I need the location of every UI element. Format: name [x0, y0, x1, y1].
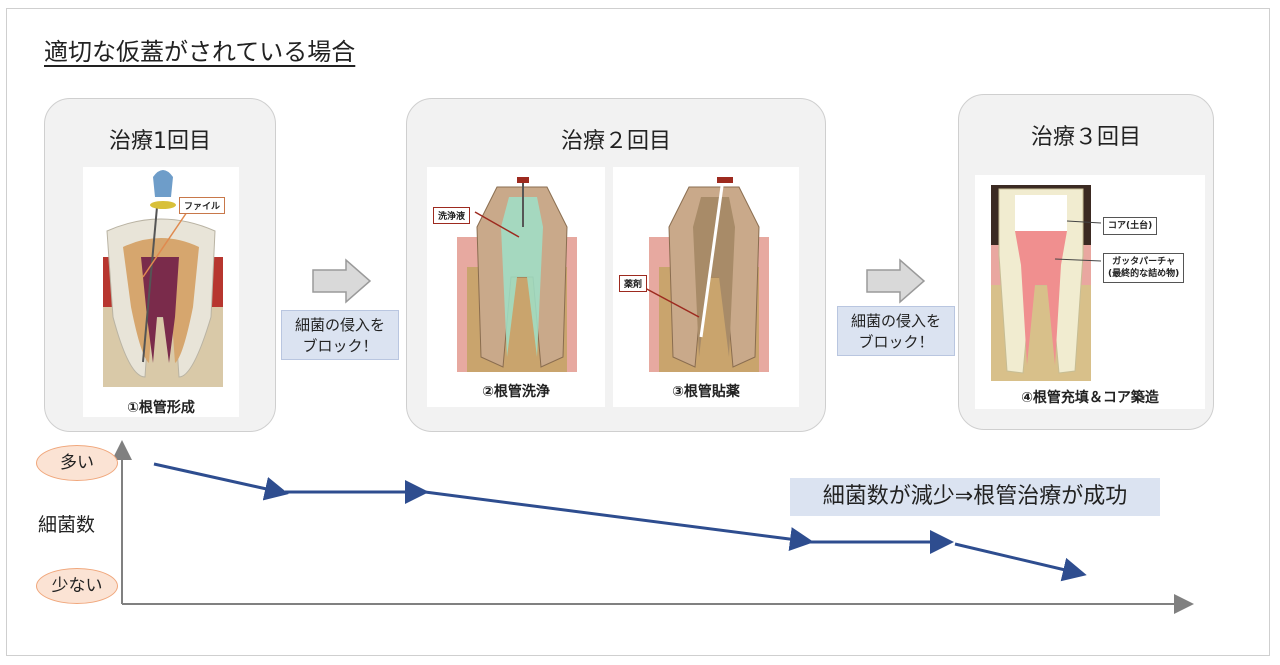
caption-medication: ③根管貼薬: [672, 384, 740, 400]
gutta-percha-tag: ガッタパーチャ (最終的な詰め物): [1103, 253, 1185, 283]
block-label-2-line1: 細菌の侵入を: [850, 312, 941, 330]
gutta-percha-tag-line2: (最終的な詰め物): [1108, 269, 1180, 279]
gutta-percha-tag-line1: ガッタパーチャ: [1112, 257, 1176, 267]
slide-frame: [6, 8, 1270, 656]
label-few: 少ない: [36, 568, 118, 604]
tooth-card-filling: コア(土台) ガッタパーチャ (最終的な詰め物) ④根管充填＆コア築造: [975, 175, 1205, 409]
step-arrow-2: [866, 258, 926, 304]
panel-treatment-1: 治療1回目 ファイル ①根管形成: [44, 98, 276, 432]
irrigant-tag: 洗浄液: [433, 207, 471, 224]
panel-2-title: 治療２回目: [560, 129, 671, 154]
tooth-card-irrigation: 洗浄液 ②根管洗浄: [427, 167, 605, 407]
panel-treatment-3: 治療３回目 コア(土台) ガッタパーチャ (最終的な詰め物) ④根管充填＆コア築…: [958, 94, 1214, 430]
panel-treatment-2: 治療２回目 洗浄液 ②根管洗浄 薬剤 ③根管貼薬: [406, 98, 826, 432]
result-banner: 細菌数が減少⇒根管治療が成功: [790, 478, 1160, 516]
trend-segment-3: [424, 490, 814, 551]
block-label-2: 細菌の侵入を ブロック！: [837, 306, 955, 356]
step-arrow-1: [312, 258, 372, 304]
block-label-1-line2: ブロック！: [302, 337, 378, 355]
block-label-1-line1: 細菌の侵入を: [294, 316, 385, 334]
tooth-file-illustration: [83, 167, 239, 387]
tooth-card-medication: 薬剤 ③根管貼薬: [613, 167, 799, 407]
block-label-1: 細菌の侵入を ブロック！: [281, 310, 399, 360]
y-axis-label: 細菌数: [38, 514, 96, 536]
slide-title: 適切な仮蓋がされている場合: [44, 38, 356, 66]
trend-segment-5: [954, 542, 1087, 582]
tooth-card-canal-shaping: ファイル ①根管形成: [83, 167, 239, 417]
caption-filling-core: ④根管充填＆コア築造: [1021, 390, 1159, 406]
trend-segment-1: [153, 462, 289, 501]
tooth-medication-illustration: [613, 167, 799, 372]
label-many: 多い: [36, 445, 118, 481]
core-tag: コア(土台): [1103, 217, 1158, 235]
panel-3-title: 治療３回目: [1030, 125, 1141, 150]
panel-1-title: 治療1回目: [109, 129, 211, 154]
caption-irrigation: ②根管洗浄: [482, 384, 550, 400]
medicament-tag: 薬剤: [619, 275, 648, 292]
tooth-filling-illustration: [975, 175, 1205, 381]
block-label-2-line2: ブロック！: [858, 333, 934, 351]
file-tag: ファイル: [179, 197, 226, 214]
caption-canal-shaping: ①根管形成: [127, 400, 195, 416]
tooth-irrigation-illustration: [427, 167, 605, 372]
